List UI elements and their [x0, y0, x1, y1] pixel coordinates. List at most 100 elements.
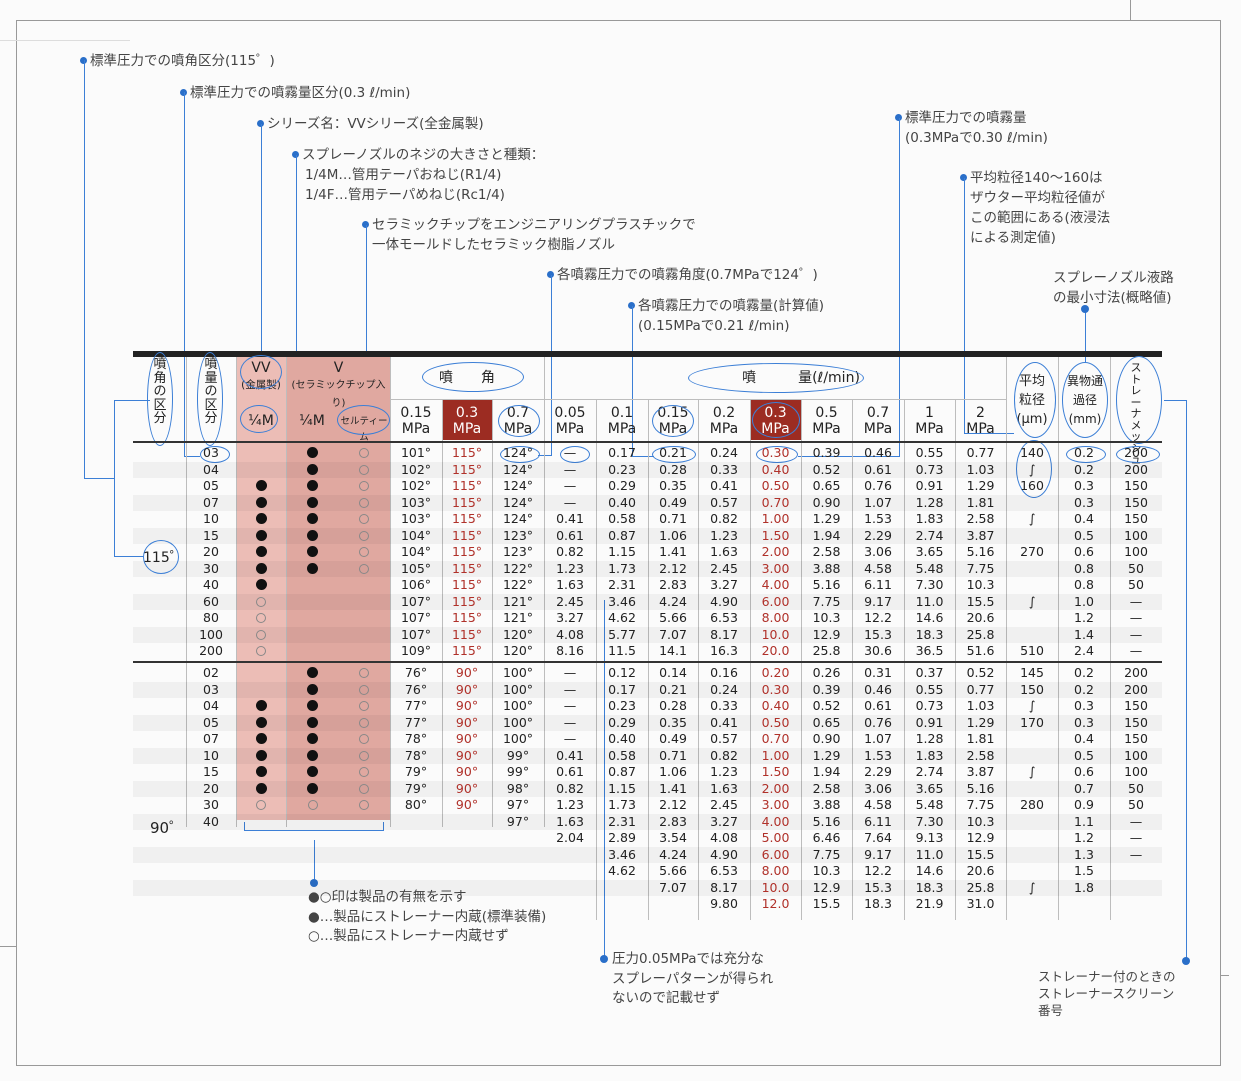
pressure-unit: MPa: [401, 421, 431, 437]
cell-vol-01: 0.17: [608, 445, 636, 460]
cell-angle-07: 100°: [502, 665, 534, 680]
cell-avg-size: ∫: [1028, 593, 1036, 609]
cell-angle-015: 79°: [404, 764, 428, 779]
cell-vol-2: 3.87: [966, 527, 995, 543]
leader-line: [184, 92, 185, 457]
pressure-unit: MPa: [555, 421, 585, 437]
note-line: スプレーパターンが得られ: [612, 970, 774, 987]
cell-v-quarter-m: [287, 847, 338, 864]
pressure-value: 0.2: [712, 405, 736, 421]
cell-mesh: 150: [1124, 731, 1148, 746]
cell-flow-class: [186, 847, 236, 864]
cell-angle-07: 120°: [502, 643, 534, 658]
cell-vol-005: [544, 847, 596, 864]
cell-passage: 1.8: [1074, 879, 1094, 895]
cell-mesh: 200: [1124, 461, 1148, 477]
open-dot-icon: [359, 800, 369, 810]
highlight-oval: [240, 355, 282, 389]
cell-flow-class: 100: [199, 626, 223, 642]
cell-vol-2: 20.6: [966, 610, 995, 625]
cell-vol-2: 1.29: [966, 478, 995, 493]
leader-dot: [600, 955, 608, 963]
cell-vol-05: 2.58: [812, 544, 841, 559]
cell-vol-2: 5.16: [966, 544, 995, 559]
cell-angle-015: 103°: [400, 511, 432, 526]
cell-angle-03: [442, 847, 492, 864]
cell-vol-1: 9.13: [915, 830, 944, 845]
cell-flow-class: 40: [203, 813, 219, 829]
cell-v-quarter-m: [287, 495, 338, 512]
cell-vol-07: 12.2: [864, 863, 892, 878]
cell-angle-015: 105°: [400, 560, 432, 576]
highlight-oval: [143, 540, 179, 574]
filled-dot-icon: [307, 562, 318, 574]
highlight-oval: [752, 402, 800, 438]
cell-passage: 0.3: [1074, 714, 1094, 730]
cell-ceramic: [338, 577, 390, 594]
cell-angle-03: 115°: [451, 643, 483, 658]
cell-vol-005: —: [563, 714, 577, 730]
cell-passage: 0.4: [1074, 511, 1094, 526]
open-dot-icon: [256, 646, 266, 656]
filled-dot-icon: [255, 733, 267, 744]
cell-flow-class: 60: [203, 593, 219, 609]
cell-vol-03: 1.50: [761, 764, 790, 779]
cell-ceramic: [338, 643, 390, 660]
cell-vol-01: 0.87: [608, 764, 636, 779]
leader-line: [798, 456, 900, 457]
pressure-value: 0.15: [400, 405, 432, 421]
cell-vv: [236, 544, 286, 561]
cell-angle-03: 115°: [451, 527, 483, 543]
cell-v-quarter-m: [287, 698, 338, 715]
cell-vol-03: 8.00: [761, 610, 790, 625]
cell-v-quarter-m: [287, 715, 338, 732]
annotation-text: 各噴霧圧力での噴霧量(計算値): [638, 298, 825, 314]
highlight-oval: [1116, 446, 1160, 463]
cell-vv: [236, 643, 286, 660]
annotation-spray-angle: 各噴霧圧力での噴霧角度(0.7MPaで124゜): [547, 265, 818, 285]
cell-mesh: 150: [1124, 478, 1148, 493]
cell-v-quarter-m: [287, 643, 338, 660]
leader-line: [964, 178, 965, 434]
cell-ceramic: [338, 781, 390, 798]
cell-vol-2: 2.58: [966, 747, 995, 763]
cell-vol-05: 5.16: [812, 813, 841, 829]
group-rule: [133, 661, 1162, 663]
cell-vol-02: 0.33: [710, 461, 738, 477]
leader-line: [84, 60, 85, 479]
cell-v-quarter-m: [287, 528, 338, 545]
annotation-text: (0.3MPaで0.30 ℓ/min): [905, 130, 1048, 146]
cell-angle-015: [390, 814, 442, 831]
cell-vol-005: 2.45: [556, 593, 584, 609]
cell-vol-01: 0.23: [608, 698, 636, 713]
filled-dot-icon: [255, 579, 267, 590]
cell-vol-05: 0.90: [812, 731, 841, 746]
cell-vol-07: 18.3: [864, 896, 892, 911]
leader-line: [538, 455, 552, 456]
cell-ceramic: [338, 814, 390, 831]
cell-v-quarter-m: [287, 863, 338, 880]
cell-ceramic: [338, 830, 390, 847]
crop-mark: [0, 946, 16, 947]
cell-vol-005: [544, 880, 596, 897]
cell-ceramic: [338, 478, 390, 495]
cell-angle-07: 124°: [502, 511, 534, 526]
cell-vol-02: 1.23: [710, 764, 738, 779]
annotation-text: ザウター平均粒径値が: [970, 190, 1105, 206]
cell-angle-03: 90°: [455, 747, 479, 763]
filled-dot-icon: [255, 496, 267, 508]
cell-passage: 2.4: [1074, 643, 1094, 658]
cell-vol-07: 1.53: [864, 747, 892, 763]
annotation-ceramic: セラミックチップをエンジニアリングプラスチックで一体モールドしたセラミック樹脂ノ…: [362, 215, 696, 255]
cell-vol-02: 3.27: [710, 813, 738, 829]
cell-vol-03: 2.00: [761, 780, 790, 796]
cell-mesh: —: [1129, 610, 1143, 625]
cell-angle-015: 78°: [404, 731, 428, 746]
cell-mesh: 50: [1128, 780, 1144, 796]
cell-vol-05: 3.88: [812, 797, 841, 812]
cell-vol-2: 5.16: [966, 780, 995, 796]
cell-flow-class: [186, 880, 236, 897]
